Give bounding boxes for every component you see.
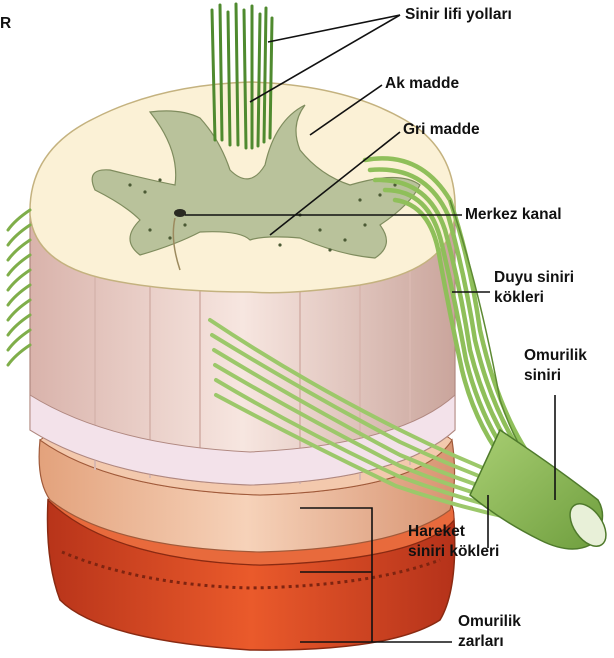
label-meninges-line1: Omurilik	[458, 612, 521, 632]
label-gray-matter: Gri madde	[403, 120, 480, 140]
label-sensory-roots-line1: Duyu siniri	[494, 268, 574, 288]
label-meninges-line2: zarları	[458, 632, 521, 652]
label-meninges: Omurilik zarları	[458, 612, 521, 652]
label-spinal-nerve: Omurilik siniri	[524, 346, 587, 386]
label-nerve-fiber-tracts: Sinir lifi yolları	[405, 5, 512, 25]
label-spinal-nerve-line1: Omurilik	[524, 346, 587, 366]
left-rootlets	[8, 210, 30, 365]
corner-letter: R	[0, 14, 11, 34]
label-central-canal: Merkez kanal	[465, 205, 562, 225]
label-motor-roots: Hareket siniri kökleri	[408, 522, 499, 562]
label-white-matter: Ak madde	[385, 74, 459, 94]
label-spinal-nerve-line2: siniri	[524, 366, 587, 386]
label-sensory-roots-line2: kökleri	[494, 288, 574, 308]
label-sensory-roots: Duyu siniri kökleri	[494, 268, 574, 308]
central-canal	[174, 209, 186, 217]
label-motor-roots-line1: Hareket	[408, 522, 499, 542]
label-motor-roots-line2: siniri kökleri	[408, 542, 499, 562]
